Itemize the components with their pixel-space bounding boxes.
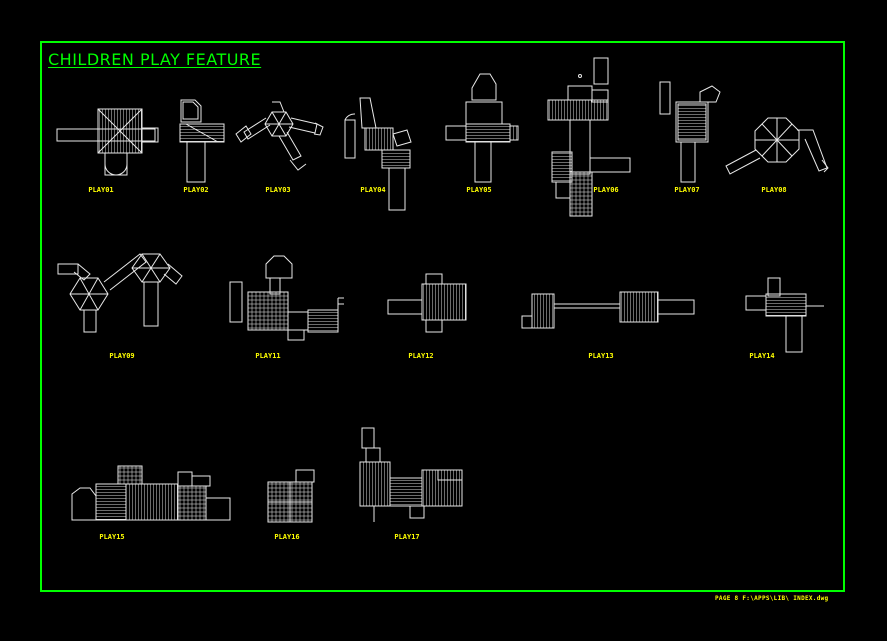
play05-label: PLAY05 (466, 186, 492, 194)
drawing-border-frame (40, 41, 845, 592)
play07-label: PLAY07 (674, 186, 700, 194)
play03-label: PLAY03 (265, 186, 291, 194)
play07-drawing (659, 81, 721, 183)
sheet-footer: PAGE 8 F:\APPS\LIB\ INDEX.dwg (715, 595, 829, 602)
play05-drawing (445, 73, 519, 183)
play13-drawing (521, 291, 695, 329)
play13-label: PLAY13 (588, 352, 614, 360)
play15-drawing (71, 465, 231, 521)
play17-drawing (359, 427, 463, 522)
play04-label: PLAY04 (360, 186, 386, 194)
play09-drawing (57, 253, 183, 333)
sheet-title: CHILDREN PLAY FEATURE (48, 50, 262, 69)
play08-drawing (725, 117, 829, 175)
play16-drawing (267, 469, 315, 523)
play08-label: PLAY08 (761, 186, 787, 194)
play02-drawing (179, 99, 225, 183)
play02-label: PLAY02 (183, 186, 209, 194)
play15-label: PLAY15 (99, 533, 125, 541)
play04-drawing (344, 97, 412, 211)
play03-drawing (235, 101, 324, 171)
play06-label: PLAY06 (593, 186, 619, 194)
play12-label: PLAY12 (408, 352, 434, 360)
play16-label: PLAY16 (274, 533, 300, 541)
play12-drawing (387, 273, 467, 333)
play01-label: PLAY01 (88, 186, 114, 194)
play01-drawing (56, 108, 159, 176)
play11-label: PLAY11 (255, 352, 281, 360)
play06-drawing (547, 57, 631, 217)
play14-label: PLAY14 (749, 352, 775, 360)
play17-label: PLAY17 (394, 533, 420, 541)
play11-drawing (229, 255, 344, 341)
play14-drawing (745, 277, 824, 353)
play09-label: PLAY09 (109, 352, 135, 360)
